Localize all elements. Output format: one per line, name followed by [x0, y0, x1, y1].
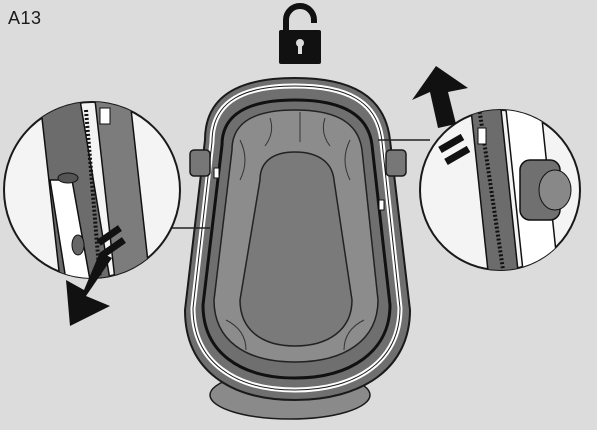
detail-circle-right	[420, 100, 580, 290]
detail-circle-left	[4, 100, 180, 280]
arrow-up-right-icon	[412, 66, 470, 165]
carrycot	[185, 78, 410, 419]
unlock-padlock-icon	[279, 6, 321, 64]
